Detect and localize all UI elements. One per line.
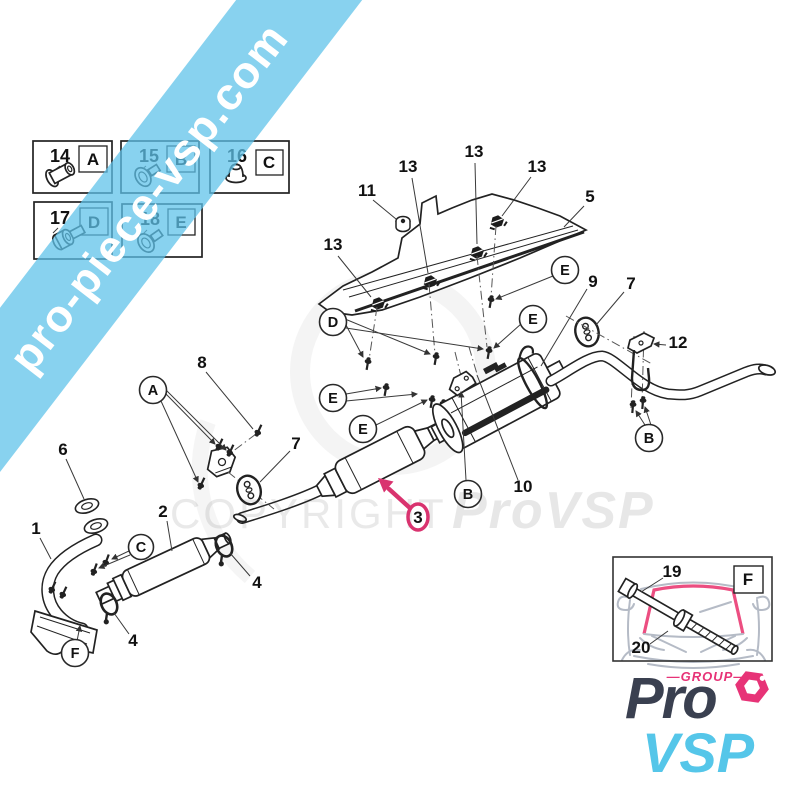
label-19: 19 bbox=[663, 562, 682, 581]
plastic-nut-icon bbox=[225, 163, 247, 184]
highlight-ellipse bbox=[406, 502, 430, 532]
label-10: 10 bbox=[514, 477, 533, 496]
main-assembly-drawing: 13 13 13 13 11 5 9 7 12 10 8 7 6 1 2 4 4… bbox=[30, 142, 777, 668]
label-9: 9 bbox=[588, 272, 597, 291]
label-13d: 13 bbox=[528, 157, 547, 176]
letter-callouts: D E E E E A C F B B bbox=[60, 255, 664, 668]
label-8: 8 bbox=[197, 353, 206, 372]
label-12: 12 bbox=[669, 333, 688, 352]
part-number-labels: 13 13 13 13 11 5 9 7 12 10 8 7 6 1 2 4 4 bbox=[31, 142, 687, 650]
gaskets-part6 bbox=[72, 495, 111, 537]
legend-number-14: 14 bbox=[50, 146, 70, 166]
label-4b: 4 bbox=[252, 573, 262, 592]
tailpipe bbox=[545, 350, 777, 401]
heat-shield-part5 bbox=[317, 193, 588, 316]
provsp-logo: —GROUP— Pro VSP bbox=[625, 666, 769, 784]
legend-number-17: 17 bbox=[50, 208, 70, 228]
label-4a: 4 bbox=[128, 631, 138, 650]
highlight-arrow-shaft bbox=[386, 486, 413, 511]
label-20: 20 bbox=[632, 638, 651, 657]
legend-letter-A: A bbox=[87, 150, 99, 169]
bolts-b-right bbox=[627, 394, 648, 415]
label-7-right: 7 bbox=[626, 274, 635, 293]
inset-box-border bbox=[612, 556, 773, 662]
banner-url-text: pro-piece-vsp.com bbox=[0, 13, 298, 382]
callout-E2: E bbox=[358, 422, 368, 438]
callout-E3: E bbox=[560, 263, 570, 279]
logo-vsp-text: VSP bbox=[642, 721, 755, 784]
logo-nut-icon bbox=[735, 671, 769, 703]
highlighted-part-3-callout: 3 bbox=[378, 478, 430, 532]
label-11: 11 bbox=[358, 181, 376, 200]
middle-silencer-part3 bbox=[315, 422, 445, 499]
inset-letter-F: F bbox=[743, 570, 753, 589]
label-6: 6 bbox=[58, 440, 67, 459]
label-7-left: 7 bbox=[291, 434, 300, 453]
letter-leader-lines bbox=[75, 275, 667, 642]
rivet-nut-icon bbox=[45, 161, 76, 188]
silencer-hanger-bracket bbox=[448, 361, 507, 397]
downpipe-part1 bbox=[30, 533, 103, 656]
callout-D: D bbox=[328, 315, 338, 331]
label-13a: 13 bbox=[324, 235, 343, 254]
callout-C: C bbox=[136, 540, 147, 556]
inset-letter-box bbox=[733, 565, 764, 594]
hanger-bracket-part12 bbox=[565, 315, 656, 409]
label-5: 5 bbox=[585, 187, 594, 206]
banner-ribbon bbox=[0, 0, 395, 498]
copyright-watermark-text: COPYRIGHT bbox=[170, 490, 447, 537]
inset-axle-bolt-box: F 19 20 bbox=[612, 556, 773, 669]
label-3-highlighted: 3 bbox=[413, 508, 422, 527]
axle-bolt-part19 bbox=[617, 577, 739, 655]
label-13b: 13 bbox=[399, 157, 418, 176]
label-1: 1 bbox=[31, 519, 40, 538]
callout-B-right: B bbox=[644, 431, 654, 447]
middle-silencer-inlet-pipe bbox=[232, 483, 328, 524]
brand-watermark-text: ProVSP bbox=[452, 482, 655, 540]
callout-B-left: B bbox=[463, 487, 473, 503]
label-2: 2 bbox=[158, 502, 167, 521]
callout-F: F bbox=[71, 646, 80, 662]
bolts-c bbox=[88, 552, 114, 578]
car-windshield-outline bbox=[642, 584, 745, 635]
callout-E1: E bbox=[328, 391, 338, 407]
logo-group-text: —GROUP— bbox=[666, 669, 748, 684]
legend-letter-C: C bbox=[263, 153, 275, 172]
copyright-watermark: COPYRIGHT ProVSP bbox=[170, 482, 655, 540]
label-13c: 13 bbox=[465, 142, 484, 161]
highlight-arrow-head bbox=[378, 478, 394, 493]
nut-part11 bbox=[395, 215, 411, 233]
alignment-centerlines bbox=[368, 225, 497, 381]
rear-silencer-part10 bbox=[430, 345, 568, 454]
logo-pro-text: Pro bbox=[625, 666, 716, 731]
callout-A: A bbox=[148, 383, 159, 399]
rubber-mount-part7-right bbox=[570, 313, 604, 351]
number-leader-lines bbox=[39, 162, 625, 635]
callout-E4: E bbox=[528, 312, 538, 328]
